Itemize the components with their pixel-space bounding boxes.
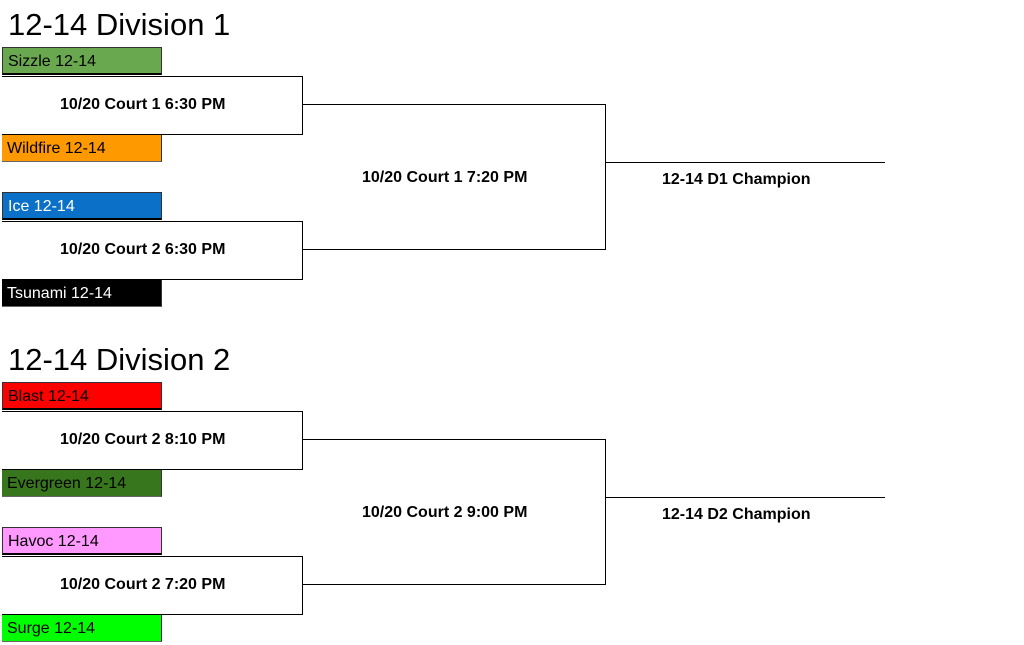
bracket-line <box>2 469 303 470</box>
bracket-line <box>2 134 303 135</box>
game-label-d2-2: 10/20 Court 2 7:20 PM <box>60 576 226 593</box>
bracket-line <box>605 162 885 163</box>
team-d1-slot-4: Tsunami 12-14 <box>2 279 162 307</box>
team-d1-slot-2: Wildfire 12-14 <box>2 134 162 162</box>
final-game-label-d1: 10/20 Court 1 7:20 PM <box>362 169 528 186</box>
team-d1-slot-1: Sizzle 12-14 <box>2 47 162 75</box>
division-1-title: 12-14 Division 1 <box>8 7 231 42</box>
final-game-label-d2: 10/20 Court 2 9:00 PM <box>362 504 528 521</box>
bracket-line <box>605 104 606 250</box>
team-d2-slot-4: Surge 12-14 <box>2 614 162 642</box>
team-d2-slot-3: Havoc 12-14 <box>2 527 162 555</box>
bracket-line <box>605 497 885 498</box>
bracket-line <box>2 76 303 77</box>
team-d2-slot-2: Evergreen 12-14 <box>2 469 162 497</box>
bracket-line <box>2 411 303 412</box>
champion-label-d2: 12-14 D2 Champion <box>662 506 811 523</box>
bracket-line <box>302 221 303 279</box>
bracket-line <box>2 279 303 280</box>
bracket-line <box>302 556 303 614</box>
bracket-line <box>605 439 606 585</box>
bracket-line <box>2 556 303 557</box>
team-d2-slot-1: Blast 12-14 <box>2 382 162 410</box>
bracket-line <box>302 411 303 469</box>
division-2-title: 12-14 Division 2 <box>8 342 231 377</box>
bracket-line <box>2 614 303 615</box>
bracket-line <box>2 221 303 222</box>
team-d1-slot-3: Ice 12-14 <box>2 192 162 220</box>
bracket-line <box>302 249 606 250</box>
game-label-d2-1: 10/20 Court 2 8:10 PM <box>60 431 226 448</box>
champion-label-d1: 12-14 D1 Champion <box>662 171 811 188</box>
bracket-line <box>302 439 606 440</box>
bracket-line <box>302 104 606 105</box>
game-label-d1-1: 10/20 Court 1 6:30 PM <box>60 96 226 113</box>
bracket-line <box>302 76 303 134</box>
game-label-d1-2: 10/20 Court 2 6:30 PM <box>60 241 226 258</box>
bracket-line <box>302 584 606 585</box>
